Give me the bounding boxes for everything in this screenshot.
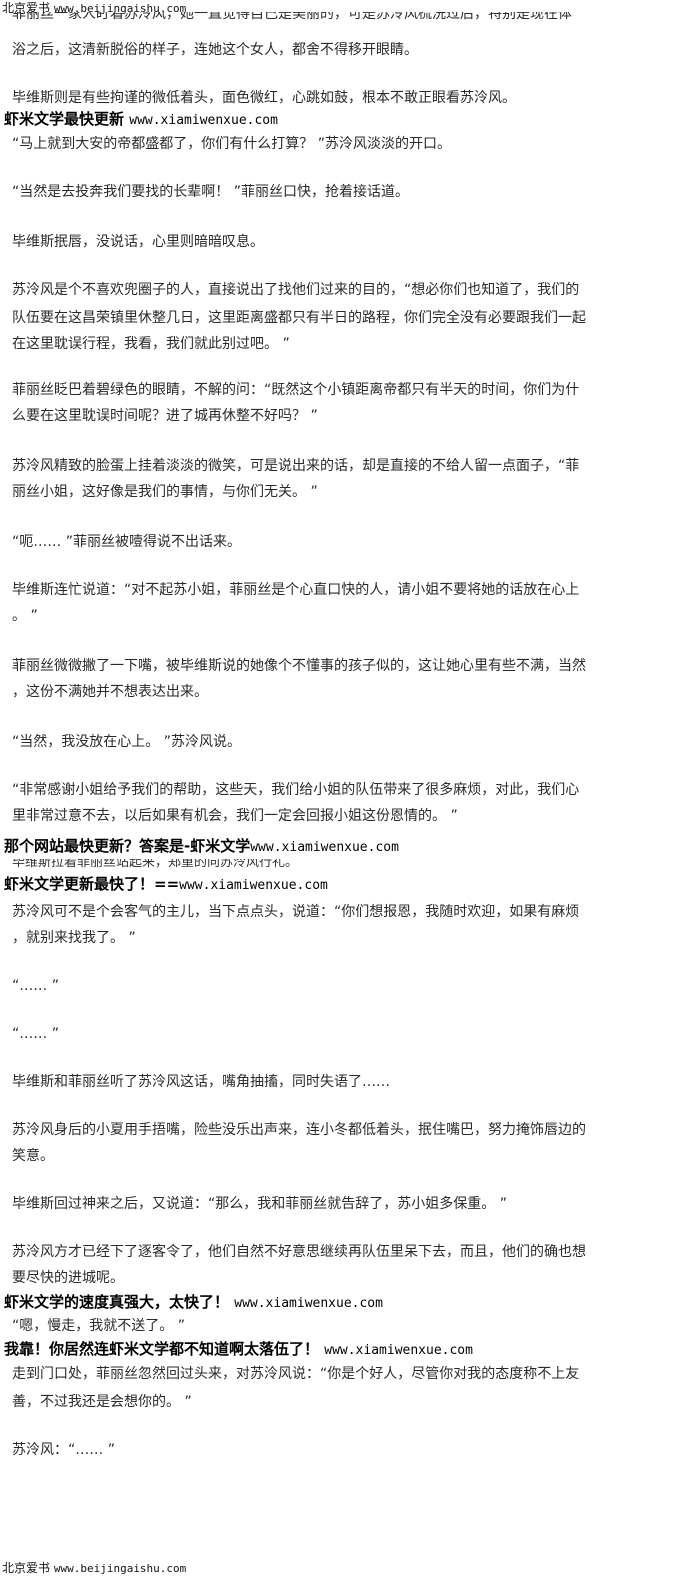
paragraph-line: 毕维斯和菲丽丝听了苏泠风这话，嘴角抽搐，同时失语了…… [12,1074,390,1090]
paragraph-line: 毕维斯抿唇，没说话，心里则暗暗叹息。 [12,234,264,250]
ad-banner[interactable]: 那个网站最快更新？答案是-虾米文学www.xiamiwenxue.com [4,836,399,858]
paragraph-line: 菲丽丝眨巴着碧绿色的眼睛，不解的问：“既然这个小镇距离帝都只有半天的时间，你们为… [12,382,580,398]
paragraph-line: 苏泠风是个不喜欢兜圈子的人，直接说出了找他们过来的目的，“想必你们也知道了，我们… [12,282,580,298]
paragraph-line: 苏泠风可不是个会客气的主儿，当下点点头，说道：“你们想报恩，我随时欢迎，如果有麻… [12,904,580,920]
site-url[interactable]: www.beijingaishu.com [53,1562,187,1575]
ad-banner[interactable]: 虾米文学最快更新 www.xiamiwenxue.com [4,109,278,131]
site-header: 北京爱书 www.beijingaishu.com [2,0,186,17]
ad-url[interactable]: www.xiamiwenxue.com [324,1343,473,1358]
paragraph-line: 走到门口处，菲丽丝忽然回过头来，对苏泠风说：“你是个好人，尽管你对我的态度称不上… [12,1366,580,1382]
paragraph-line: 菲丽丝微微撇了一下嘴，被毕维斯说的她像个不懂事的孩子似的，这让她心里有些不满，当… [12,658,586,674]
paragraph-line: 队伍要在这昌荣镇里休整几日，这里距离盛都只有半日的路程，你们完全没有必要跟我们一… [12,310,586,326]
paragraph-line: 苏泠风精致的脸蛋上挂着淡淡的微笑，可是说出来的话，却是直接的不给人留一点面子，“… [12,458,580,474]
paragraph-line: 浴之后，这清新脱俗的样子，连她这个女人，都舍不得移开眼睛。 [12,42,418,58]
paragraph-line: 毕维斯拉着菲丽丝站起来，郑重的向苏泠风行礼。 [12,855,299,870]
paragraph-line: 苏泠风：“…… ” [12,1442,115,1458]
site-name: 北京爱书 [2,1,51,15]
ad-banner[interactable]: 虾米文学更新最快了！==www.xiamiwenxue.com [4,874,328,896]
ad-text: 我靠！你居然连虾米文学都不知道啊太落伍了！ [4,1340,320,1358]
paragraph-line: 。 ” [12,608,38,624]
paragraph-line: 苏泠风方才已经下了逐客令了，他们自然不好意思继续再队伍里呆下去，而且，他们的确也… [12,1244,586,1260]
paragraph-line: ，这份不满她并不想表达出来。 [12,684,208,700]
paragraph-line: 菲丽丝一家人盯着苏泠风，她一直觉得自己是美丽的，可是苏泠风梳洗过后，特别是现在体 [12,6,572,22]
paragraph-line: 在这里耽误行程，我看，我们就此别过吧。 ” [12,336,290,352]
paragraph-line: “马上就到大安的帝都盛都了，你们有什么打算？ ”苏泠风淡淡的开口。 [12,136,451,152]
paragraph-line: “嗯，慢走，我就不送了。 ” [12,1318,185,1334]
ad-banner[interactable]: 我靠！你居然连虾米文学都不知道啊太落伍了！ www.xiamiwenxue.co… [4,1339,473,1361]
paragraph-line: ，就别来找我了。 ” [12,930,136,946]
site-footer: 北京爱书 www.beijingaishu.com [2,1560,186,1577]
paragraph-line: “呃…… ”菲丽丝被噎得说不出话来。 [12,534,241,550]
paragraph-line: 要尽快的进城呢。 [12,1270,124,1286]
ad-url[interactable]: www.xiamiwenxue.com [250,840,399,855]
paragraph-line: “当然是去投奔我们要找的长辈啊！ ”菲丽丝口快，抢着接话道。 [12,184,409,200]
paragraph-line: “当然，我没放在心上。 ”苏泠风说。 [12,734,241,750]
site-url[interactable]: www.beijingaishu.com [53,2,187,15]
paragraph-line: “…… ” [12,978,59,994]
ad-url[interactable]: www.xiamiwenxue.com [129,113,278,128]
paragraph-line: 么要在这里耽误时间呢？进了城再休整不好吗？ ” [12,408,318,424]
ad-text: 虾米文学最快更新 [4,110,125,128]
ad-banner[interactable]: 虾米文学的速度真强大，太快了！ www.xiamiwenxue.com [4,1292,383,1314]
paragraph-line: “非常感谢小姐给予我们的帮助，这些天，我们给小姐的队伍带来了很多麻烦，对此，我们… [12,782,580,798]
paragraph-line: 毕维斯则是有些拘谨的微低着头，面色微红，心跳如鼓，根本不敢正眼看苏泠风。 [12,90,516,106]
ad-text: 那个网站最快更新？答案是-虾米文学 [4,837,251,855]
paragraph-line: 善，不过我还是会想你的。 ” [12,1394,192,1410]
ad-url[interactable]: www.xiamiwenxue.com [179,878,328,893]
ad-text: 虾米文学的速度真强大，太快了！ [4,1293,230,1311]
paragraph-line: 里非常过意不去，以后如果有机会，我们一定会回报小姐这份恩情的。 ” [12,808,458,824]
paragraph-line: “…… ” [12,1026,59,1042]
paragraph-line: 笑意。 [12,1148,54,1164]
paragraph-line: 苏泠风身后的小夏用手捂嘴，险些没乐出声来，连小冬都低着头，抿住嘴巴，努力掩饰唇边… [12,1122,586,1138]
ad-url[interactable]: www.xiamiwenxue.com [234,1296,383,1311]
paragraph-line: 毕维斯回过神来之后，又说道：“那么，我和菲丽丝就告辞了，苏小姐多保重。 ” [12,1196,507,1212]
ad-text: 虾米文学更新最快了！== [4,875,180,893]
paragraph-line: 毕维斯连忙说道：“对不起苏小姐，菲丽丝是个心直口快的人，请小姐不要将她的话放在心… [12,582,580,598]
paragraph-line: 丽丝小姐，这好像是我们的事情，与你们无关。 ” [12,484,318,500]
site-name: 北京爱书 [2,1561,51,1575]
